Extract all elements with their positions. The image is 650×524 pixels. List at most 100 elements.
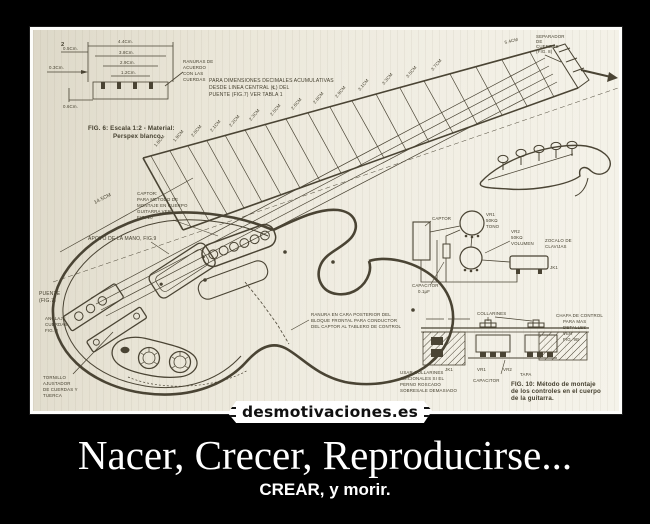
svg-text:3.1CM: 3.1CM: [357, 78, 370, 92]
svg-text:2.1CM: 2.1CM: [209, 119, 222, 133]
svg-text:CAPACITOR: CAPACITOR: [412, 283, 439, 288]
svg-text:50KΩ: 50KΩ: [511, 235, 523, 240]
svg-text:de la guitarra.: de la guitarra.: [511, 395, 554, 402]
strings: [52, 57, 619, 317]
dimension-note: PARA DIMENSIONES DECIMALES ACUMULATIVAS …: [209, 78, 334, 98]
svg-text:PUENTE (FIG.7) VER TABLA 1: PUENTE (FIG.7) VER TABLA 1: [209, 92, 283, 98]
fig6-caption: FIG. 6: Escala 1:2 - Material:: [88, 125, 175, 132]
fig6-nut-section: 4.4Cm. 3.8Cm. 2.9Cm. 1.2Cm. 0.5Cm. 0.3Cm…: [47, 39, 213, 140]
svg-text:2.6CM: 2.6CM: [290, 97, 303, 111]
svg-text:GUITARRA VER: GUITARRA VER: [137, 209, 171, 214]
svg-text:PARA DIMENSIONES DECIMALES ACU: PARA DIMENSIONES DECIMALES ACUMULATIVAS: [209, 78, 334, 84]
knob: [168, 350, 192, 374]
svg-text:0.1μF: 0.1μF: [418, 289, 430, 294]
fretboard: 1.8CM 1.9CM 2.0CM 2.1CM 2.2CM 2.3CM 2.5C…: [142, 34, 618, 231]
svg-text:CHAPA DE CONTROL: CHAPA DE CONTROL: [556, 313, 603, 318]
jack-label: JK1: [550, 265, 558, 270]
svg-text:2.2CM: 2.2CM: [228, 114, 241, 128]
svg-text:PERNO ROSCADO: PERNO ROSCADO: [400, 382, 441, 387]
watermark-line-left: [228, 407, 236, 417]
slot-note: ACUERDO: [183, 65, 206, 70]
headstock-sketch: [479, 140, 611, 197]
svg-text:de los controles en el cuerpo: de los controles en el cuerpo: [511, 388, 601, 395]
dim-label: 3.8Cm.: [119, 50, 134, 55]
svg-text:CAPTOR:: CAPTOR:: [137, 191, 158, 196]
svg-text:PARA MAS: PARA MAS: [563, 319, 586, 324]
dim-label: 0.6Cm.: [63, 104, 78, 109]
dim-label: 2.9Cm.: [120, 60, 135, 65]
guitar-body-outline: [51, 208, 455, 396]
svg-text:VOLUMEN: VOLUMEN: [511, 241, 534, 246]
svg-text:ANCLAJE: ANCLAJE: [45, 316, 66, 321]
body-labels: 14.5CM CAPTOR: PARA METODO DE MONTAJE EN…: [39, 177, 402, 398]
control-plate: [111, 336, 249, 387]
knob: [137, 346, 161, 370]
svg-text:TORNILLO: TORNILLO: [43, 375, 67, 380]
poster-subtitle: CREAR, y morir.: [259, 480, 391, 499]
watermark-text: desmotivaciones.es: [241, 403, 419, 421]
svg-text:VER: VER: [563, 331, 572, 336]
slot-note: CUERDAS: [183, 77, 206, 82]
svg-text:3.5CM: 3.5CM: [405, 65, 418, 79]
svg-text:3.7CM: 3.7CM: [430, 58, 443, 72]
svg-text:FIG. 10: Método de montaje: FIG. 10: Método de montaje: [511, 381, 596, 388]
separador-label: SEPARADOR DE CUERDAS (FIG. 8): [536, 34, 565, 63]
apoyo-label: APOYO DE LA MANO, FIG.9: [88, 236, 157, 242]
svg-text:CUERDAS: CUERDAS: [536, 44, 559, 49]
svg-text:VR2: VR2: [503, 367, 512, 372]
capacitor-label: CAPACITOR: [473, 378, 500, 383]
svg-text:VR1: VR1: [477, 367, 486, 372]
poster-title: Nacer, Crecer, Reproducirse...: [77, 432, 573, 478]
nut-width-label: 5.4CM: [504, 37, 519, 45]
wiring-schematic: CAPTOR VR1 50KΩ TONO VR2 50KΩ VOLUMEN ZO…: [412, 210, 572, 294]
svg-text:VR1: VR1: [486, 212, 495, 217]
dim-label: 4.4Cm.: [118, 39, 133, 44]
svg-text:2.0CM: 2.0CM: [190, 124, 203, 138]
svg-text:MONTAJE EN CUERPO: MONTAJE EN CUERPO: [137, 203, 188, 208]
guitar-blueprint-photo: 2 4.4Cm. 3.8Cm. 2.9Cm. 1.2Cm. 0.5Cm. 0.3…: [30, 27, 622, 414]
svg-text:JK1: JK1: [445, 367, 453, 372]
svg-text:VR2: VR2: [511, 229, 520, 234]
svg-text:FIG. 8: FIG. 8: [45, 328, 59, 333]
slot-note: RANURAS DE: [183, 59, 213, 64]
svg-text:FIG. 9B: FIG. 9B: [563, 337, 579, 342]
svg-text:CUERDAS,: CUERDAS,: [45, 322, 69, 327]
svg-text:USAR COLLARINES: USAR COLLARINES: [400, 370, 444, 375]
watermark-line-right: [424, 407, 432, 417]
svg-text:DEL CAPTOR AL TABLERO DE CONTR: DEL CAPTOR AL TABLERO DE CONTROL: [311, 324, 402, 329]
svg-text:BLOQUE FRONTAL PARA CONDUCTOR: BLOQUE FRONTAL PARA CONDUCTOR: [311, 318, 397, 323]
collarines-label: COLLARINES: [477, 311, 506, 316]
page-marker: 2: [61, 42, 64, 48]
dim-label: 0.3Cm.: [49, 65, 64, 70]
svg-text:(FIG. 8): (FIG. 8): [536, 49, 553, 54]
svg-text:2.3CM: 2.3CM: [248, 108, 261, 122]
svg-text:(FIG.7): (FIG.7): [39, 298, 56, 304]
svg-text:DE CUERDAS Y: DE CUERDAS Y: [43, 387, 78, 392]
dim-label: 1.2Cm.: [121, 70, 136, 75]
fig10-mounting-section: COLLARINES CHAPA DE CONTROL PARA MAS DET…: [400, 311, 603, 402]
svg-text:TUERCA: TUERCA: [43, 393, 62, 398]
svg-text:SOBRESALE DEMASIADO: SOBRESALE DEMASIADO: [400, 388, 457, 393]
svg-text:PARA METODO DE: PARA METODO DE: [137, 197, 178, 202]
svg-text:2.9CM: 2.9CM: [334, 85, 347, 99]
svg-text:RANURA EN CARA POSTERIOR DEL: RANURA EN CARA POSTERIOR DEL: [311, 312, 391, 317]
svg-text:TONO: TONO: [486, 224, 500, 229]
svg-text:50KΩ: 50KΩ: [486, 218, 498, 223]
svg-text:3.3CM: 3.3CM: [381, 72, 394, 86]
svg-text:CLAVIJAS: CLAVIJAS: [545, 244, 567, 249]
paper-background: [33, 30, 619, 411]
svg-text:SEPARADOR: SEPARADOR: [536, 34, 565, 39]
watermark-ribbon: desmotivaciones.es: [228, 401, 432, 423]
guitar-technical-diagram: 2 4.4Cm. 3.8Cm. 2.9Cm. 1.2Cm. 0.5Cm. 0.3…: [39, 34, 619, 402]
captor-label: CAPTOR: [432, 216, 451, 221]
svg-text:AJUSTADOR: AJUSTADOR: [43, 381, 71, 386]
bridge-assembly: [62, 283, 147, 375]
hand-rest: [148, 242, 216, 299]
svg-text:FIG. 10: FIG. 10: [137, 215, 153, 220]
pickup: [197, 223, 290, 345]
dim-14-5: 14.5CM: [93, 192, 112, 206]
svg-text:2.5CM: 2.5CM: [269, 103, 282, 117]
svg-text:2.8CM: 2.8CM: [312, 91, 325, 105]
svg-text:DE: DE: [536, 39, 542, 44]
tapa-label: TAPA: [520, 372, 531, 377]
